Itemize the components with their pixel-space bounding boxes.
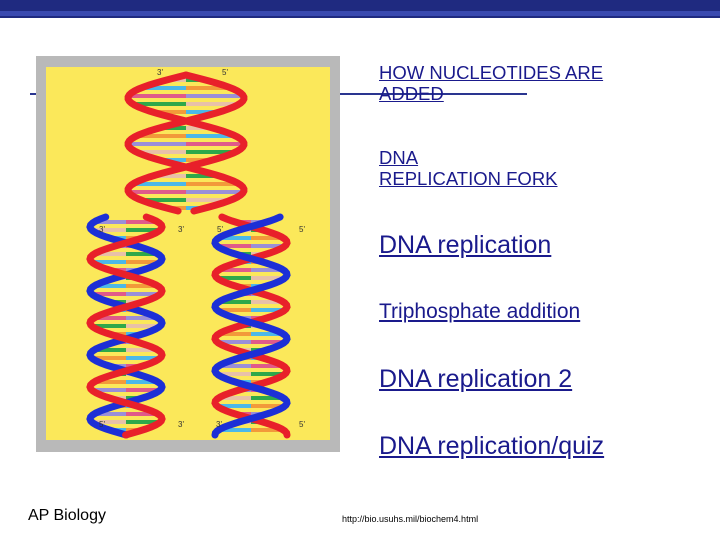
title-bar-stripe — [0, 11, 720, 16]
strand-end-label: 3' — [99, 225, 105, 234]
title-bar — [0, 0, 720, 18]
strand-end-label: 5' — [217, 225, 223, 234]
new-strand-right — [211, 213, 291, 439]
strand-end-label: 5' — [299, 225, 305, 234]
strand-end-label: 3' — [178, 225, 184, 234]
strand-end-label: 5' — [99, 420, 105, 429]
source-url: http://bio.usuhs.mil/biochem4.html — [342, 514, 479, 524]
parent-strand — [124, 71, 248, 215]
parent-strand — [124, 71, 248, 215]
new-strand-left — [86, 213, 166, 439]
strand-end-label: 3' — [157, 68, 163, 77]
link-triphosphate-addition[interactable]: Triphosphate addition — [379, 300, 581, 323]
link-how-nucleotides-added[interactable]: HOW NUCLEOTIDES ARE ADDED — [379, 62, 604, 105]
parent-strand-right — [211, 213, 291, 439]
link-dna-replication[interactable]: DNA replication — [379, 231, 552, 259]
dna-helix-illustration: 3' 5' 3' 5' 5' 3' 3' 5' 3' 5' — [86, 68, 305, 439]
link-dna-replication-2[interactable]: DNA replication 2 — [379, 365, 573, 393]
strand-end-label: 5' — [299, 420, 305, 429]
strand-end-label: 5' — [222, 68, 228, 77]
strand-end-label: 3' — [178, 420, 184, 429]
dna-replication-figure: 3' 5' 3' 5' 5' 3' 3' 5' 3' 5' — [46, 67, 330, 440]
course-label: AP Biology — [28, 507, 106, 524]
strand-end-label: 3' — [216, 420, 222, 429]
link-dna-replication-quiz[interactable]: DNA replication/quiz — [379, 432, 605, 460]
link-dna-replication-fork[interactable]: DNA REPLICATION FORK — [379, 147, 558, 190]
parent-strand-left — [86, 213, 166, 439]
